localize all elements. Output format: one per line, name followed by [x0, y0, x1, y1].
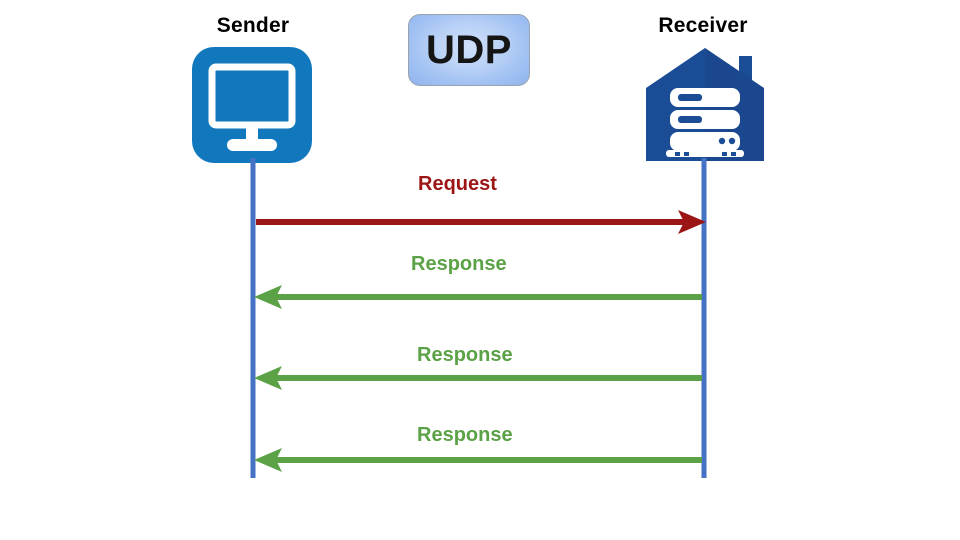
request-arrow [256, 210, 706, 234]
message-label-response-3: Response [417, 424, 513, 446]
response-arrow-3 [254, 448, 702, 472]
message-label-response-1: Response [411, 253, 507, 275]
udp-protocol-badge: UDP [408, 14, 530, 86]
udp-badge-label: UDP [426, 28, 512, 72]
desktop-monitor-icon [192, 47, 312, 163]
sender-label: Sender [216, 14, 290, 37]
response-arrow-1 [254, 285, 702, 309]
message-label-request: Request [418, 173, 497, 195]
message-label-response-2: Response [417, 344, 513, 366]
response-arrow-2 [254, 366, 702, 390]
server-house-icon [644, 46, 766, 163]
receiver-label: Receiver [658, 14, 748, 37]
